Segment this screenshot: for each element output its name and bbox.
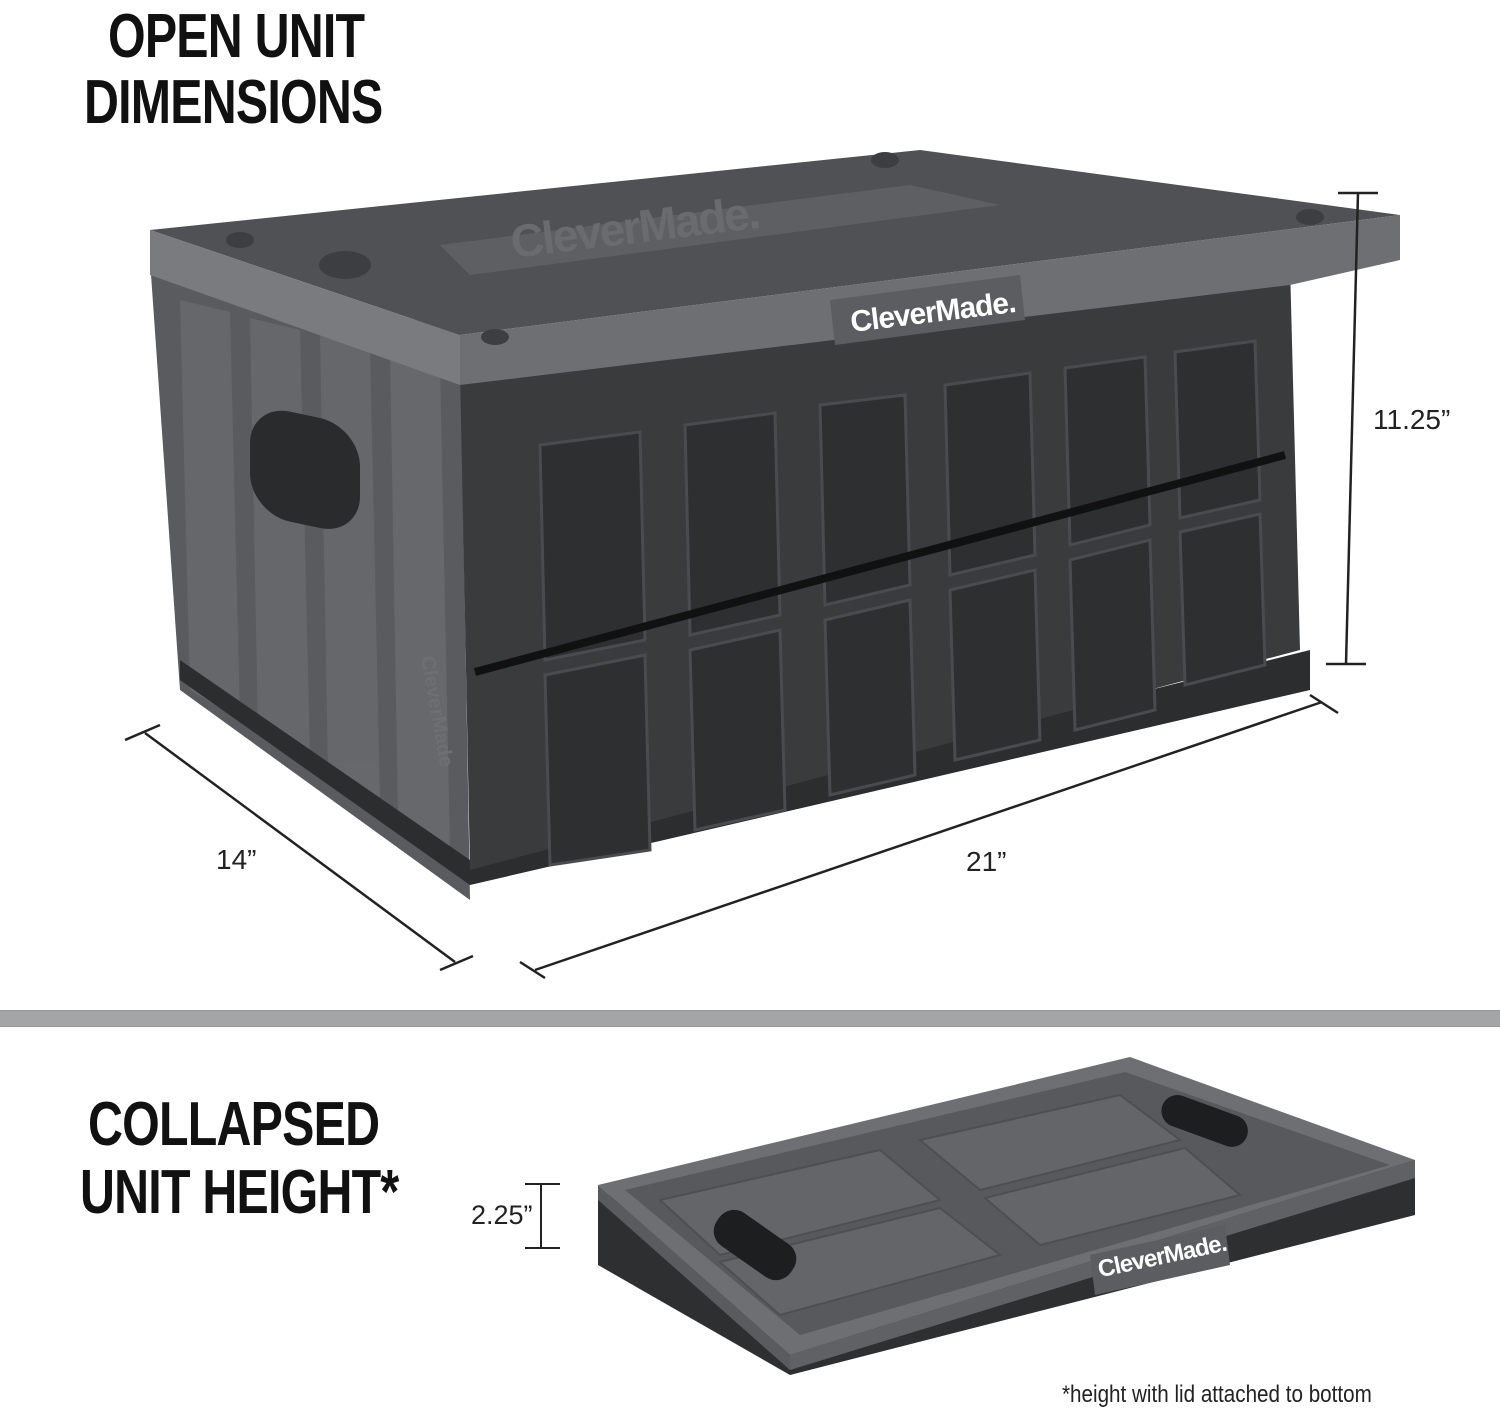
collapsed-height-label: 2.25” (471, 1200, 533, 1230)
section-divider (0, 1010, 1500, 1027)
collapsed-heading-line2: UNIT HEIGHT* (80, 1158, 399, 1227)
height-dimension-label: 11.25” (1373, 404, 1451, 435)
side-handle-icon (250, 410, 360, 529)
dimension-lines (124, 191, 1378, 980)
hinge-line (473, 451, 1287, 676)
crate-lid-top (150, 150, 1400, 335)
width-dimension-label: 21” (966, 846, 1007, 877)
collapsed-handle-icon (713, 1209, 797, 1281)
collapsed-heading-line1: COLLAPSED (88, 1090, 380, 1159)
collapsed-brand-plate (1090, 1225, 1230, 1295)
open-crate-illustration (150, 150, 1400, 900)
footnote: *height with lid attached to bottom (1062, 1381, 1372, 1408)
open-unit-heading-line1: OPEN UNIT (108, 2, 365, 71)
front-brand-plate (830, 275, 1025, 345)
open-unit-heading-line2: DIMENSIONS (84, 68, 383, 137)
depth-dimension-label: 14” (216, 844, 257, 875)
